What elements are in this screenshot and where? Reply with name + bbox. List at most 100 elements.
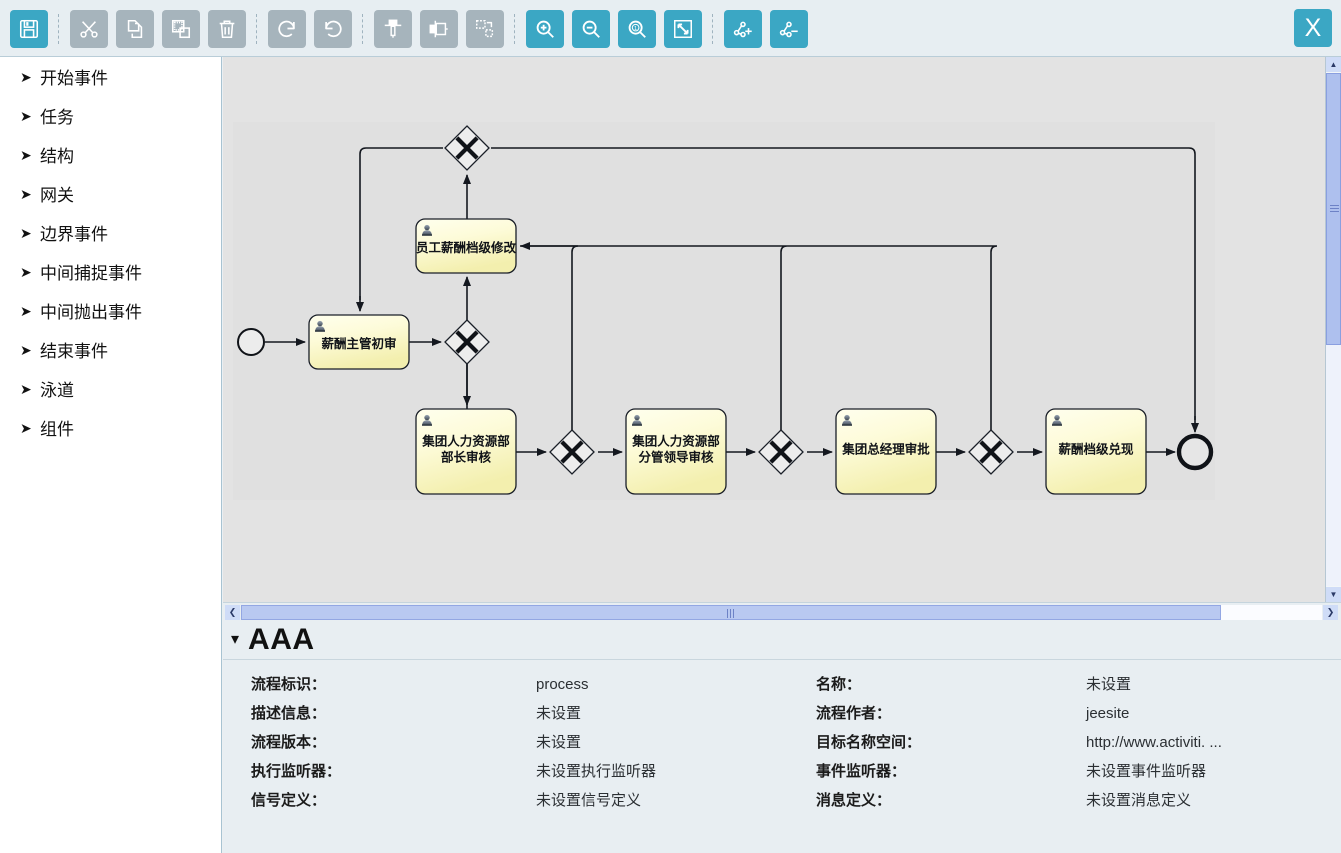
prop-value-signal-definition[interactable]: 未设置信号定义 xyxy=(536,792,642,809)
user-task-icon xyxy=(315,320,325,332)
scroll-up-arrow-icon[interactable]: ▲ xyxy=(1326,57,1341,72)
canvas-horizontal-scrollbar[interactable]: ❮ ❯ xyxy=(223,602,1341,621)
flow-gateway4-up[interactable] xyxy=(787,245,998,430)
chevron-right-icon: ➤ xyxy=(20,224,32,241)
prop-label-name: 名称： xyxy=(816,676,862,693)
horizontal-scroll-track[interactable] xyxy=(241,605,1322,620)
flow-gateway2-up[interactable] xyxy=(520,245,579,430)
properties-header[interactable]: ▾ AAA xyxy=(223,621,1341,660)
chevron-right-icon: ➤ xyxy=(20,263,32,280)
sidebar-item-intermediate-throw-event[interactable]: ➤中间抛出事件 xyxy=(0,291,221,330)
prop-label-namespace: 目标名称空间： xyxy=(816,734,922,751)
fit-screen-icon xyxy=(672,18,694,40)
bpmn-user-task[interactable]: 集团总经理审批 xyxy=(835,408,937,495)
sidebar-item-boundary-event[interactable]: ➤ 边界事件 xyxy=(0,213,221,252)
bpmn-exclusive-gateway[interactable] xyxy=(549,429,595,475)
palette-item-label: 任务 xyxy=(40,108,74,127)
prop-value-description[interactable]: 未设置 xyxy=(536,705,582,722)
copy-button[interactable] xyxy=(116,9,154,48)
cut-button[interactable] xyxy=(70,9,108,48)
node-plus-icon xyxy=(732,18,754,40)
zoom-out-button[interactable] xyxy=(572,9,610,48)
magnifier-minus-icon xyxy=(580,18,602,40)
task-label: 员工薪酬档级修改 xyxy=(416,240,517,255)
task-label: 薪酬档级兑现 xyxy=(1058,442,1134,457)
sidebar-item-intermediate-catch-event[interactable]: ➤ 中间捕捉事件 xyxy=(0,252,221,291)
scroll-grip-icon xyxy=(727,609,735,618)
prop-value-version[interactable]: 未设置 xyxy=(536,734,582,751)
sidebar-item-swimlane[interactable]: ➤泳道 xyxy=(0,369,221,408)
chevron-down-icon[interactable]: ▾ xyxy=(231,631,240,648)
prop-value-namespace[interactable]: http://www.activiti. ... xyxy=(1086,734,1222,751)
bpmn-user-task[interactable]: 薪酬主管初审 xyxy=(308,314,410,370)
redo-button[interactable] xyxy=(268,9,306,48)
diagram-canvas[interactable]: 薪酬主管初审 员工薪酬档级修改集团人力资源部部长审核 集团人力资源部分管领导审核 集团… xyxy=(223,57,1325,602)
palette-item-label: 泳道 xyxy=(40,381,74,400)
prop-label-execution-listener: 执行监听器： xyxy=(251,763,342,780)
floppy-disk-icon xyxy=(18,18,40,40)
remove-bendpoint-button[interactable] xyxy=(770,9,808,48)
palette-item-label: 边界事件 xyxy=(40,225,108,244)
user-task-icon xyxy=(1052,414,1062,426)
delete-button[interactable] xyxy=(208,9,246,48)
prop-value-author[interactable]: jeesite xyxy=(1086,705,1130,722)
flow-gateway3-up[interactable] xyxy=(578,245,788,430)
align-horizontal-button[interactable] xyxy=(420,9,458,48)
sidebar-item-start-event[interactable]: ➤开始事件 xyxy=(0,57,221,96)
scroll-grip-icon xyxy=(1330,205,1339,213)
scroll-down-arrow-icon[interactable]: ▼ xyxy=(1326,587,1341,602)
undo-button[interactable] xyxy=(314,9,352,48)
svg-text:1: 1 xyxy=(634,26,637,32)
flow-gateway0-to-end[interactable] xyxy=(491,147,1196,420)
palette-item-label: 组件 xyxy=(40,420,74,439)
user-task-icon xyxy=(422,224,432,236)
sidebar-item-end-event[interactable]: ➤结束事件 xyxy=(0,330,221,369)
bpmn-exclusive-gateway[interactable] xyxy=(758,429,804,475)
align-vertical-button[interactable] xyxy=(374,9,412,48)
prop-value-execution-listener[interactable]: 未设置执行监听器 xyxy=(536,763,657,780)
bpmn-user-task[interactable]: 员工薪酬档级修改 xyxy=(415,218,517,274)
vertical-scroll-thumb[interactable] xyxy=(1326,73,1341,345)
sidebar-item-gateway[interactable]: ➤网关 xyxy=(0,174,221,213)
prop-value-message-definition[interactable]: 未设置消息定义 xyxy=(1086,792,1192,809)
vertical-scroll-track[interactable] xyxy=(1326,345,1341,586)
same-size-button[interactable] xyxy=(466,9,504,48)
palette-sidebar: ➤开始事件➤任务➤结构➤网关 ➤ 边界事件 ➤ 中间捕捉事件 ➤中间抛出事件➤结束事件➤泳… xyxy=(0,57,222,853)
prop-value-name[interactable]: 未设置 xyxy=(1086,676,1132,693)
bpmn-exclusive-gateway[interactable] xyxy=(968,429,1014,475)
palette-item-label: 中间捕捉事件 xyxy=(40,264,142,283)
horizontal-scroll-thumb[interactable] xyxy=(241,605,1221,620)
paste-button[interactable] xyxy=(162,9,200,48)
sidebar-item-task[interactable]: ➤任务 xyxy=(0,96,221,135)
zoom-in-button[interactable] xyxy=(526,9,564,48)
prop-label-version: 流程版本： xyxy=(251,734,327,751)
save-button[interactable] xyxy=(10,9,48,48)
sidebar-item-artifact[interactable]: ➤组件 xyxy=(0,408,221,447)
add-bendpoint-button[interactable] xyxy=(724,9,762,48)
prop-label-signal-definition: 信号定义： xyxy=(251,792,327,809)
page-title: AAA xyxy=(248,623,315,656)
scroll-right-arrow-icon[interactable]: ❯ xyxy=(1323,605,1338,620)
close-button[interactable]: X xyxy=(1294,9,1332,47)
toolbar-separator xyxy=(514,13,516,44)
bpmn-user-task[interactable]: 薪酬档级兑现 xyxy=(1045,408,1147,495)
scroll-left-arrow-icon[interactable]: ❮ xyxy=(225,605,240,620)
user-task-icon xyxy=(632,414,642,426)
bpmn-exclusive-gateway[interactable] xyxy=(444,125,490,171)
sidebar-item-structure[interactable]: ➤结构 xyxy=(0,135,221,174)
bpmn-exclusive-gateway[interactable] xyxy=(444,319,490,365)
zoom-actual-button[interactable]: 1 xyxy=(618,9,656,48)
bpmn-end-event[interactable] xyxy=(1176,433,1214,471)
prop-value-event-listener[interactable]: 未设置事件监听器 xyxy=(1086,763,1207,780)
bpmn-start-event[interactable] xyxy=(237,328,265,356)
task-label: 分管领导审核 xyxy=(638,450,714,465)
canvas-vertical-scrollbar[interactable]: ▲ ▼ xyxy=(1325,57,1341,602)
prop-value-process-id[interactable]: process xyxy=(536,676,589,693)
flow-gateway0-left[interactable] xyxy=(359,147,443,300)
node-minus-icon xyxy=(778,18,800,40)
zoom-fit-button[interactable] xyxy=(664,9,702,48)
